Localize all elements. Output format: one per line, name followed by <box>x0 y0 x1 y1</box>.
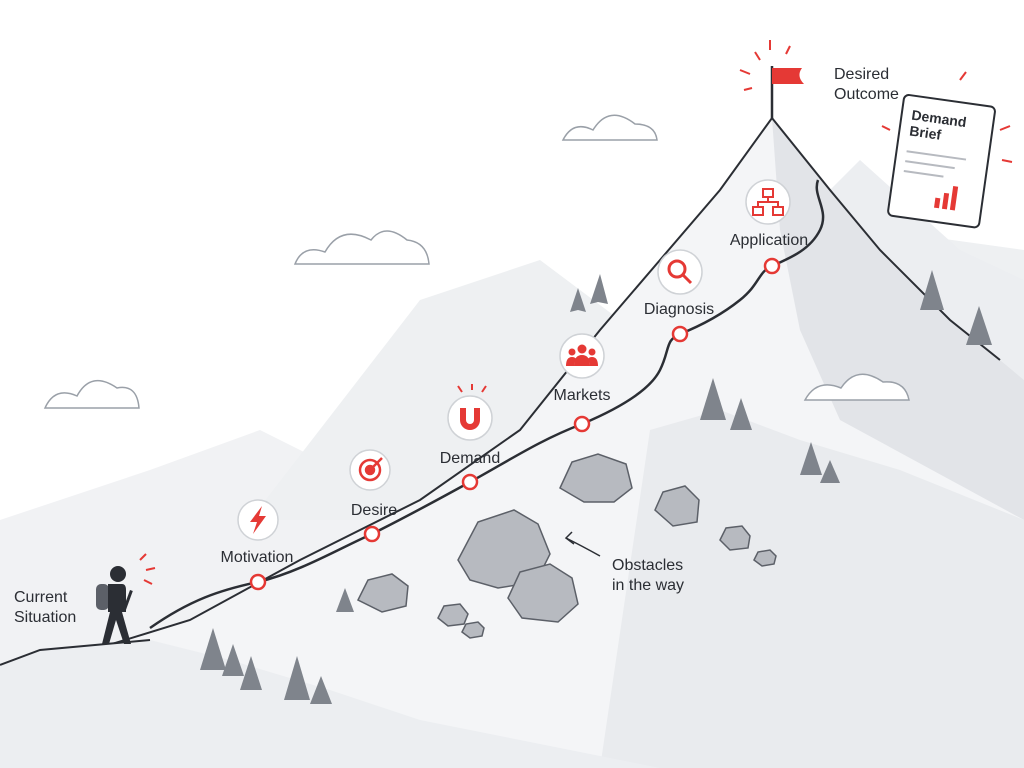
cloud <box>293 230 430 265</box>
target-icon <box>358 457 383 482</box>
rock <box>461 621 485 639</box>
magnet-icon <box>460 408 480 430</box>
tree <box>222 644 244 676</box>
demand-brief-document: Demand Brief <box>887 94 996 229</box>
tree <box>200 628 226 670</box>
flag-icon <box>772 68 804 84</box>
stage-icon-demand <box>447 384 493 441</box>
tree <box>920 270 944 310</box>
stage-icon-markets <box>559 333 605 379</box>
people-icon <box>566 344 598 366</box>
desired-outcome-label-line1: Desired <box>834 66 889 83</box>
checkpoint-markets <box>573 415 591 433</box>
checkpoint-application <box>763 257 781 275</box>
checkpoint-diagnosis <box>671 325 689 343</box>
trees <box>200 270 992 704</box>
obstacles-arrow <box>564 531 601 557</box>
summit-flag <box>739 40 804 118</box>
rock <box>437 603 469 627</box>
checkpoint-desire <box>363 525 381 543</box>
rock <box>457 509 551 589</box>
magnifier-icon <box>667 259 693 285</box>
tree <box>700 378 726 420</box>
bar-chart-icon <box>934 186 959 211</box>
tree <box>310 676 332 704</box>
stage-icon-application <box>745 179 791 225</box>
tree <box>336 588 354 612</box>
checkpoints <box>249 257 781 591</box>
current-situation-label-line2: Situation <box>14 609 76 626</box>
checkpoint-motivation <box>249 573 267 591</box>
tree <box>966 306 992 345</box>
rock <box>507 563 579 623</box>
tree <box>820 460 840 483</box>
stage-label-motivation: Motivation <box>221 549 294 566</box>
main-mountain <box>0 116 1024 768</box>
obstacles-label-line1: Obstacles <box>612 557 683 574</box>
brief-title-line1: Demand <box>911 107 968 131</box>
obstacle-rocks <box>356 453 777 639</box>
hiker-figure <box>96 566 133 644</box>
stage-label-application: Application <box>730 232 808 249</box>
tree <box>284 656 310 700</box>
stage-label-demand: Demand <box>440 450 500 467</box>
obstacles-label-line2: in the way <box>612 577 684 594</box>
tree <box>730 398 752 430</box>
stage-label-markets: Markets <box>554 387 611 404</box>
brief-title-line2: Brief <box>908 122 942 142</box>
stage-label-diagnosis: Diagnosis <box>644 301 714 318</box>
clouds <box>43 114 910 409</box>
rock <box>753 549 777 567</box>
cloud <box>803 373 910 401</box>
stage-label-desire: Desire <box>351 502 397 519</box>
cloud <box>43 379 140 409</box>
hiker-alert-marks <box>139 553 156 585</box>
tree <box>570 288 586 312</box>
rock <box>356 573 409 613</box>
checkpoint-demand <box>461 473 479 491</box>
stage-icon-motivation <box>237 499 279 541</box>
current-situation-label-line1: Current <box>14 589 68 606</box>
cloud <box>561 114 658 141</box>
stage-icon-diagnosis <box>657 249 703 295</box>
tree <box>800 442 822 475</box>
rock <box>719 525 751 551</box>
desired-outcome-label-line2: Outcome <box>834 86 899 103</box>
lightning-icon <box>250 506 266 534</box>
rock <box>559 453 633 503</box>
brief-alert-marks <box>881 71 1013 163</box>
tree <box>590 274 608 304</box>
tree <box>240 656 262 690</box>
rock <box>654 485 700 527</box>
stage-icon-desire <box>349 449 391 491</box>
hierarchy-icon <box>752 188 784 216</box>
